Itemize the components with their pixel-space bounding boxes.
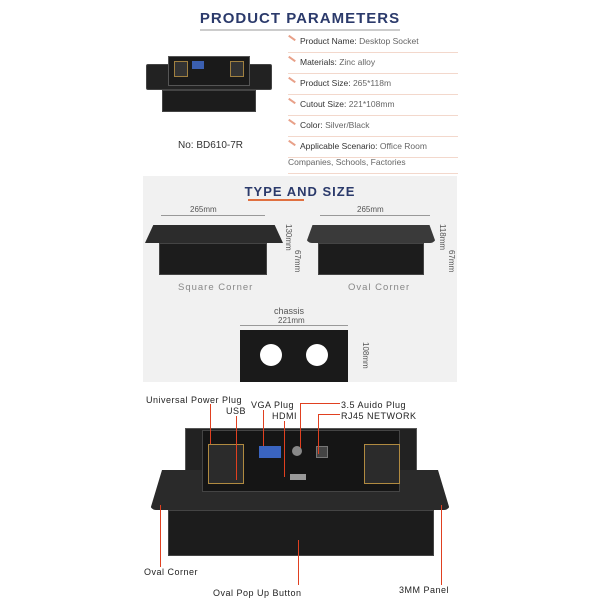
chassis-width: 221mm bbox=[278, 316, 305, 325]
callout-rj45: RJ45 NETWORK bbox=[341, 411, 417, 421]
oval-corner-image bbox=[306, 225, 436, 277]
page-title: PRODUCT PARAMETERS bbox=[0, 10, 600, 31]
model-number: No: BD610-7R bbox=[178, 140, 244, 151]
param-item-continued: Companies, Schools, Factories bbox=[288, 157, 458, 174]
square-width: 265mm bbox=[190, 205, 217, 214]
product-image-top bbox=[146, 56, 272, 116]
callout-popup-button: Oval Pop Up Button bbox=[213, 588, 302, 598]
oval-corner-caption: Oval Corner bbox=[348, 282, 411, 293]
callout-3mm-panel: 3MM Panel bbox=[399, 585, 450, 595]
oval-height-top: 118mm bbox=[438, 224, 447, 251]
callout-power-plug: Universal Power Plug bbox=[146, 395, 243, 405]
param-item: Product Name: Desktop Socket bbox=[288, 34, 458, 53]
square-corner-caption: Square Corner bbox=[178, 282, 254, 293]
param-item: Cutout Size: 221*108mm bbox=[288, 97, 458, 116]
param-item: Applicable Scenario: Office Room bbox=[288, 139, 458, 158]
square-height-bottom: 67mm bbox=[293, 250, 302, 273]
chassis-image bbox=[240, 330, 348, 382]
callout-usb: USB bbox=[226, 406, 247, 416]
oval-height-bottom: 67mm bbox=[447, 250, 456, 273]
product-image-detail bbox=[150, 428, 450, 558]
callout-vga: VGA Plug bbox=[251, 400, 295, 410]
square-corner-image bbox=[145, 225, 283, 277]
callout-audio: 3.5 Auido Plug bbox=[341, 400, 407, 410]
callout-oval-corner: Oval Corner bbox=[144, 567, 199, 577]
oval-width: 265mm bbox=[357, 205, 384, 214]
chassis-height: 108mm bbox=[361, 342, 370, 369]
param-item: Materials: Zinc alloy bbox=[288, 55, 458, 74]
type-size-title: TYPE AND SIZE bbox=[244, 184, 356, 199]
param-item: Color: Silver/Black bbox=[288, 118, 458, 137]
callout-hdmi: HDMI bbox=[272, 411, 297, 421]
param-item: Product Size: 265*118m bbox=[288, 76, 458, 95]
chassis-title: chassis bbox=[274, 306, 305, 316]
square-height-top: 130mm bbox=[284, 224, 293, 251]
